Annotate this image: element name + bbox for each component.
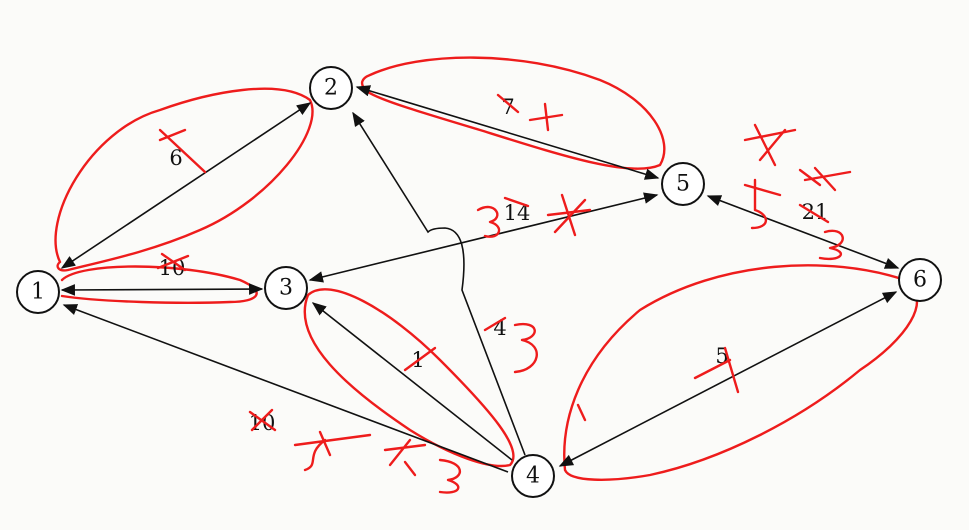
annotation-loop-1-2 [54,87,314,272]
weight-1-2: 6 [169,146,182,170]
svg-text:6: 6 [913,268,927,293]
svg-text:2: 2 [324,76,338,101]
edge-5-6 [706,195,900,269]
edge-4-6 [558,291,898,467]
edge-1-2 [60,102,312,269]
edge-4-2 [352,111,526,456]
node-2: 2 [309,66,353,110]
weight-4-2: 4 [493,316,506,340]
svg-text:1: 1 [31,280,45,305]
node-3: 3 [264,266,308,310]
edge-4-3 [311,302,513,461]
edge-2-5 [355,85,660,180]
svg-text:5: 5 [676,172,690,197]
edge-4-1 [62,304,509,473]
node-5: 5 [661,162,705,206]
edge-1-3 [60,283,264,296]
svg-text:4: 4 [526,464,540,489]
annotation-strikes [156,93,852,494]
node-6: 6 [898,258,942,302]
edge-5-3 [308,192,659,283]
node-4: 4 [511,454,555,498]
annotation-loop-3-4 [303,288,515,468]
svg-text:3: 3 [279,276,293,301]
node-1: 1 [16,270,60,314]
